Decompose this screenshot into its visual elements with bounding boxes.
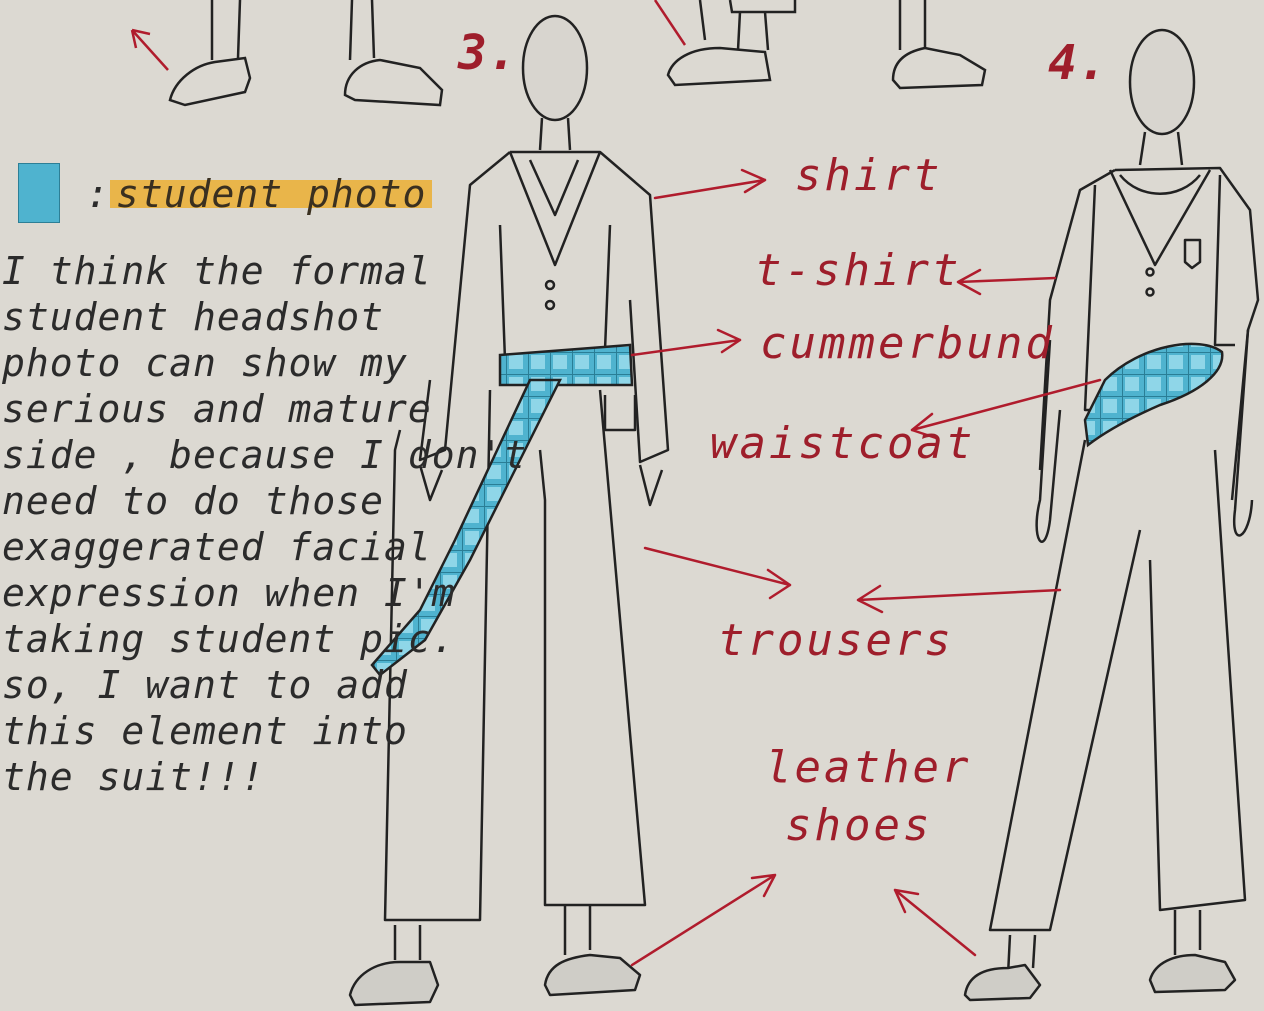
note-line: I think the formal xyxy=(2,248,442,294)
note-line: photo can show my xyxy=(2,340,442,386)
label-cummerbund: cummerbund xyxy=(760,318,1055,369)
label-leather: leather xyxy=(765,742,971,793)
previous-sketch-arrows xyxy=(132,0,685,70)
legend-student-photo-label: student photo xyxy=(110,172,432,216)
note-line: expression when I'm xyxy=(2,570,442,616)
label-waistcoat: waistcoat xyxy=(710,418,975,469)
note-line: the suit!!! xyxy=(2,754,442,800)
note-line: need to do those xyxy=(2,478,442,524)
outfit-4-cummerbund xyxy=(1085,344,1222,445)
note-line: serious and mature xyxy=(2,386,442,432)
note-line: side , because I don't xyxy=(2,432,442,478)
label-shirt: shirt xyxy=(795,150,942,201)
note-line: exaggerated facial xyxy=(2,524,442,570)
legend-separator: : xyxy=(86,172,110,216)
student-photo-swatch xyxy=(18,163,60,223)
design-note: I think the formal student headshot phot… xyxy=(2,248,442,800)
note-line: student headshot xyxy=(2,294,442,340)
note-line: so, I want to add xyxy=(2,662,442,708)
note-line: taking student pic. xyxy=(2,616,442,662)
label-tshirt: t-shirt xyxy=(755,245,961,296)
outfit-3-number: 3. xyxy=(458,25,518,81)
outfit-4-figure xyxy=(965,30,1258,1000)
note-line: this element into xyxy=(2,708,442,754)
outfit-4-number: 4. xyxy=(1048,35,1108,91)
label-shoes: shoes xyxy=(785,800,932,851)
label-trousers: trousers xyxy=(718,615,954,666)
